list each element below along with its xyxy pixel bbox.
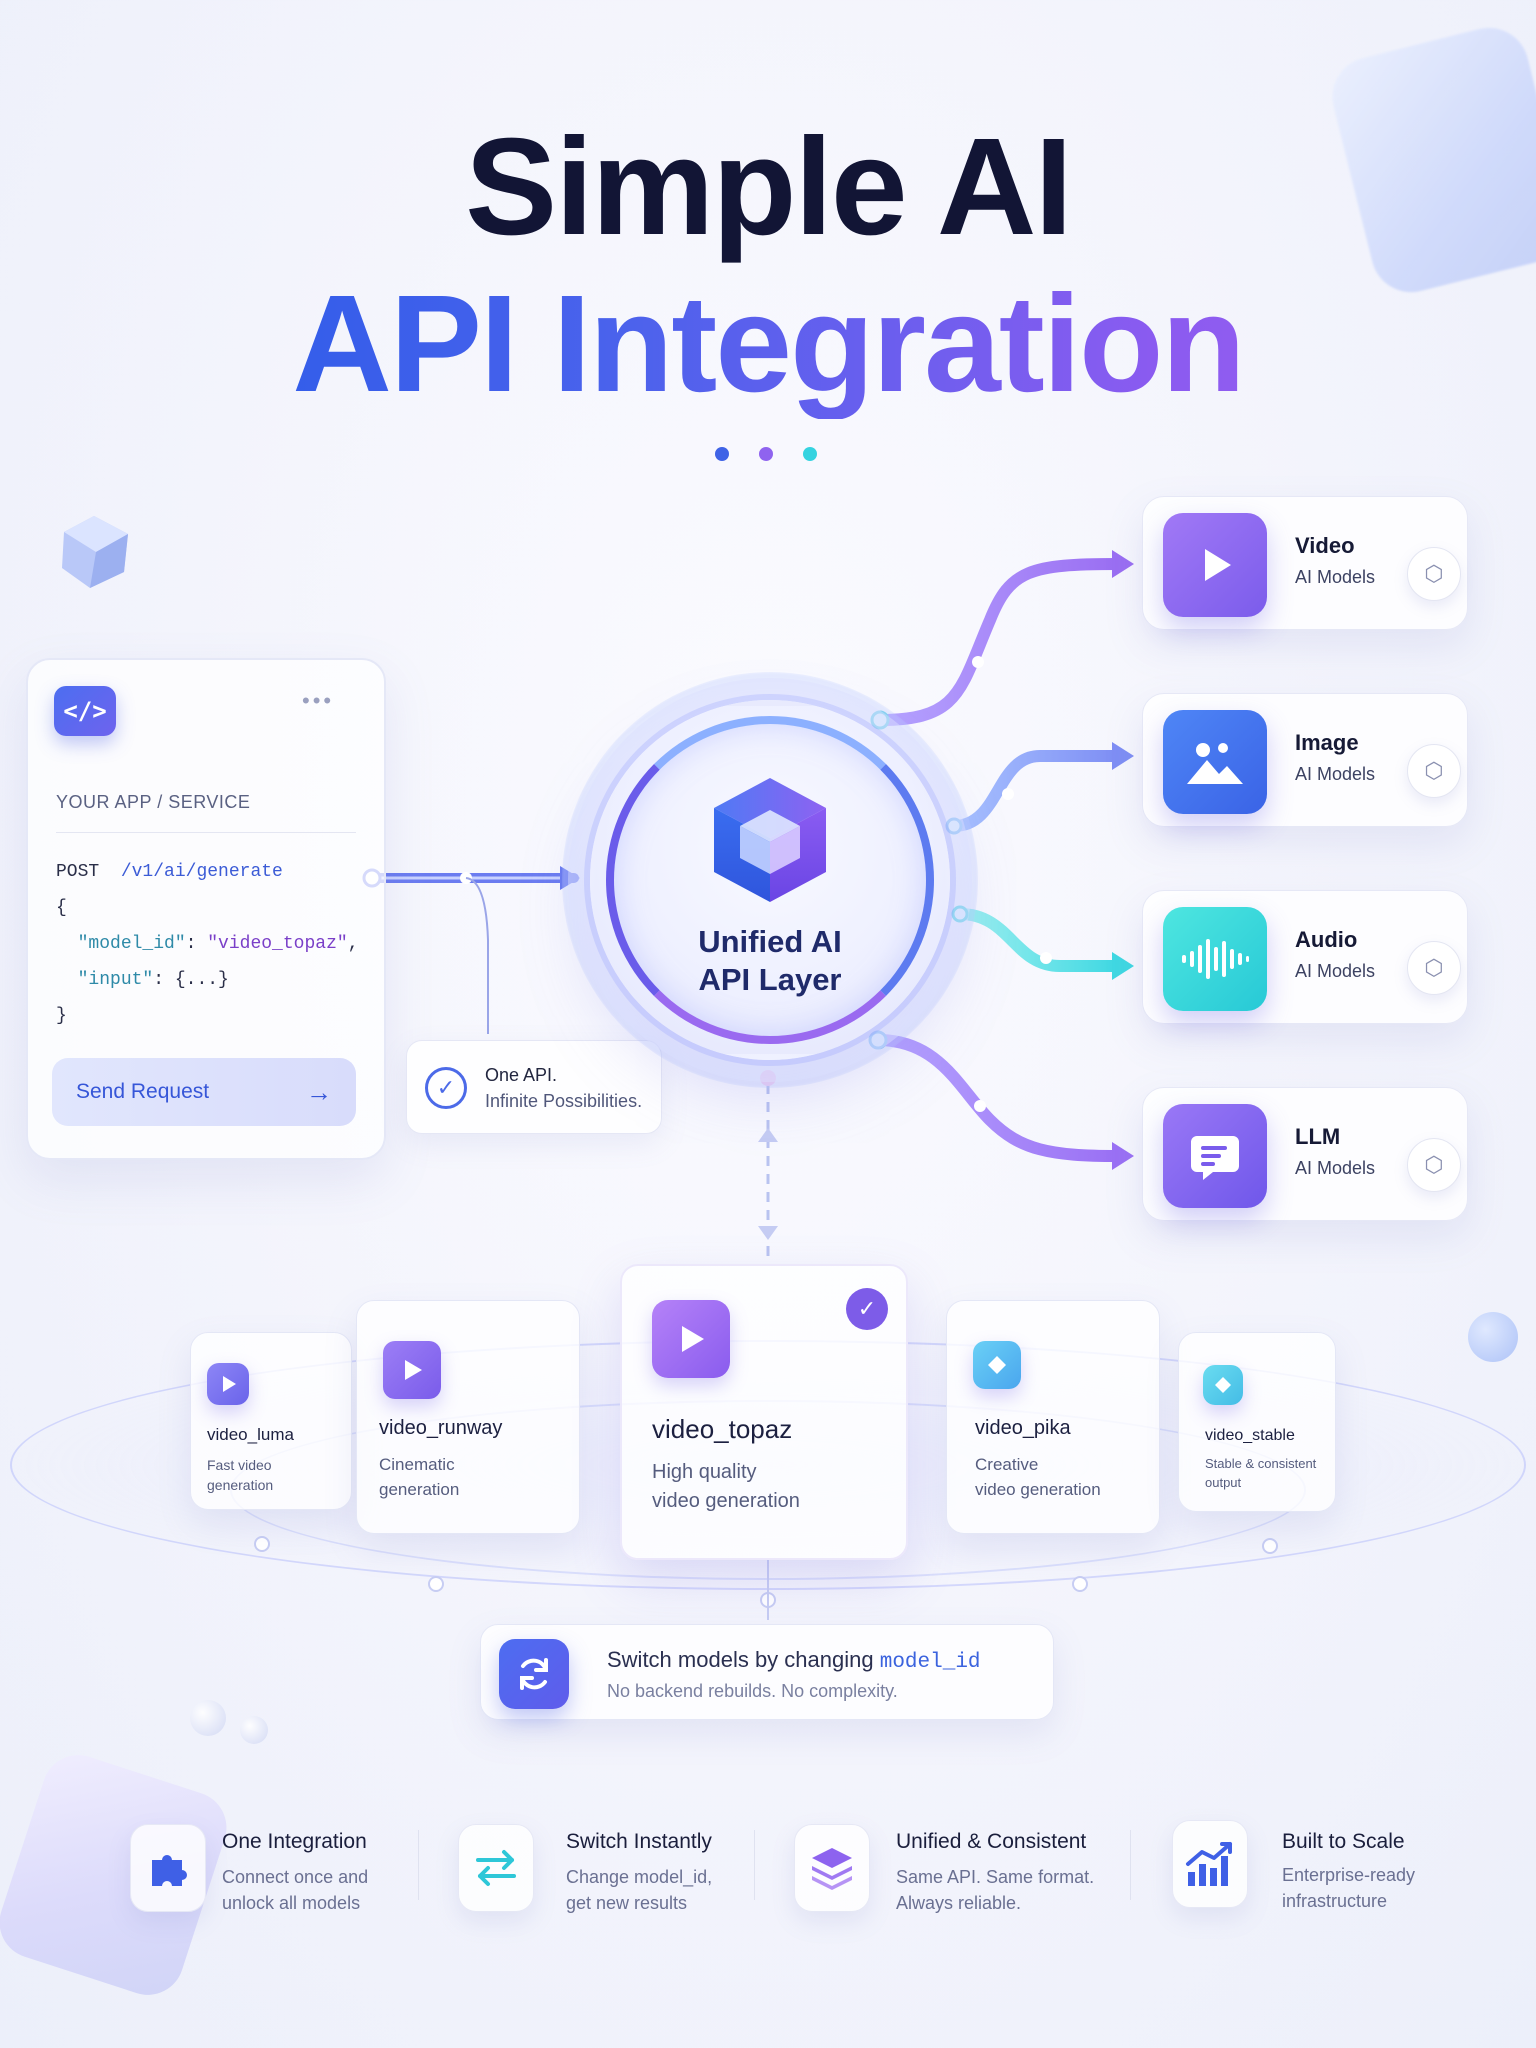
send-request-label: Send Request (76, 1080, 210, 1103)
app-service-card: </> ••• YOUR APP / SERVICE POST /v1/ai/g… (26, 658, 386, 1160)
feature-title: Switch Instantly (566, 1830, 712, 1853)
decorative-orb (1468, 1312, 1518, 1362)
hub-title-line1: Unified AI (698, 924, 842, 959)
divider (754, 1830, 755, 1900)
video-models-card[interactable]: Video AI Models ⬡ (1142, 496, 1468, 630)
decorative-small-cube (62, 516, 128, 588)
code-line-brace-close: } (56, 1006, 67, 1026)
divider (418, 1830, 419, 1900)
image-icon (1163, 710, 1267, 814)
play-icon (1163, 513, 1267, 617)
switch-models-sub: No backend rebuilds. No complexity. (607, 1681, 898, 1701)
hub-title-line2: API Layer (698, 962, 842, 997)
divider (1130, 1830, 1131, 1900)
refresh-icon (499, 1639, 569, 1709)
video-model-id: video_luma (207, 1425, 294, 1444)
http-method: POST (56, 862, 100, 882)
growth-chart-icon (1172, 1820, 1248, 1908)
arrow-right-icon: → (306, 1076, 332, 1107)
model-card-sub: AI Models (1295, 1158, 1376, 1178)
swap-arrows-icon (458, 1824, 534, 1912)
one-api-line2: Infinite Possibilities. (485, 1091, 643, 1111)
puzzle-icon (130, 1824, 206, 1912)
feature-title: Built to Scale (1282, 1830, 1405, 1853)
divider (56, 832, 356, 833)
llm-models-card[interactable]: LLM AI Models ⬡ (1142, 1087, 1468, 1221)
model-card-sub: AI Models (1295, 764, 1376, 784)
app-service-label: YOUR APP / SERVICE (56, 792, 251, 812)
video-model-id: video_topaz (652, 1414, 793, 1444)
video-model-id: video_stable (1205, 1427, 1295, 1444)
decorative-orb (240, 1716, 268, 1744)
play-icon (652, 1300, 730, 1378)
package-cube-icon[interactable]: ⬡ (1407, 1138, 1461, 1192)
model-card-sub: AI Models (1295, 961, 1376, 981)
page-title-line2: API Integration (0, 269, 1536, 419)
model-card-name: LLM (1295, 1124, 1341, 1149)
cube-logo-icon (714, 778, 826, 902)
diamond-play-icon (973, 1341, 1021, 1389)
accent-dot (759, 447, 773, 461)
feature-desc: Change model_id,get new results (566, 1867, 713, 1914)
package-cube-icon[interactable]: ⬡ (1407, 547, 1461, 601)
layers-icon (794, 1824, 870, 1912)
accent-dot (803, 447, 817, 461)
selected-check-icon: ✓ (846, 1288, 888, 1330)
code-line-input: "input": {...} (77, 970, 229, 990)
package-cube-icon[interactable]: ⬡ (1407, 744, 1461, 798)
feature-title: One Integration (222, 1830, 367, 1853)
video-model-id: video_pika (975, 1417, 1071, 1439)
switch-models-banner: Switch models by changing model_id No ba… (480, 1624, 1054, 1720)
package-cube-icon[interactable]: ⬡ (1407, 941, 1461, 995)
audio-models-card[interactable]: Audio AI Models ⬡ (1142, 890, 1468, 1024)
model-card-name: Image (1295, 730, 1359, 755)
chat-icon (1163, 1104, 1267, 1208)
model-card-name: Video (1295, 533, 1355, 558)
play-icon (383, 1341, 441, 1399)
diamond-play-icon (1203, 1365, 1243, 1405)
accent-dot (715, 447, 729, 461)
more-options-icon[interactable]: ••• (302, 688, 335, 713)
play-icon (207, 1363, 249, 1405)
feature-desc: Same API. Same format.Always reliable. (896, 1867, 1095, 1914)
model-card-name: Audio (1295, 927, 1358, 952)
code-line-request: POST /v1/ai/generate (56, 862, 283, 882)
decorative-orb (190, 1700, 226, 1736)
code-icon: </> (54, 686, 116, 736)
check-circle-icon: ✓ (425, 1067, 467, 1109)
page-title-line1: Simple AI (465, 110, 1073, 264)
code-line-brace-open: { (56, 898, 67, 918)
one-api-line1: One API. (485, 1065, 558, 1085)
one-api-badge: ✓ One API. Infinite Possibilities. (406, 1040, 662, 1134)
send-request-button[interactable]: Send Request → (52, 1058, 356, 1126)
code-line-model: "model_id": "video_topaz", (77, 934, 359, 954)
switch-models-text: Switch models by changing model_id (607, 1647, 981, 1674)
image-models-card[interactable]: Image AI Models ⬡ (1142, 693, 1468, 827)
endpoint-path: /v1/ai/generate (120, 862, 283, 882)
feature-title: Unified & Consistent (896, 1830, 1087, 1853)
model-card-sub: AI Models (1295, 567, 1376, 587)
hub-ring (606, 716, 934, 1044)
model-id-code: model_id (879, 1651, 981, 1674)
waveform-icon (1163, 907, 1267, 1011)
video-model-id: video_runway (379, 1417, 503, 1439)
